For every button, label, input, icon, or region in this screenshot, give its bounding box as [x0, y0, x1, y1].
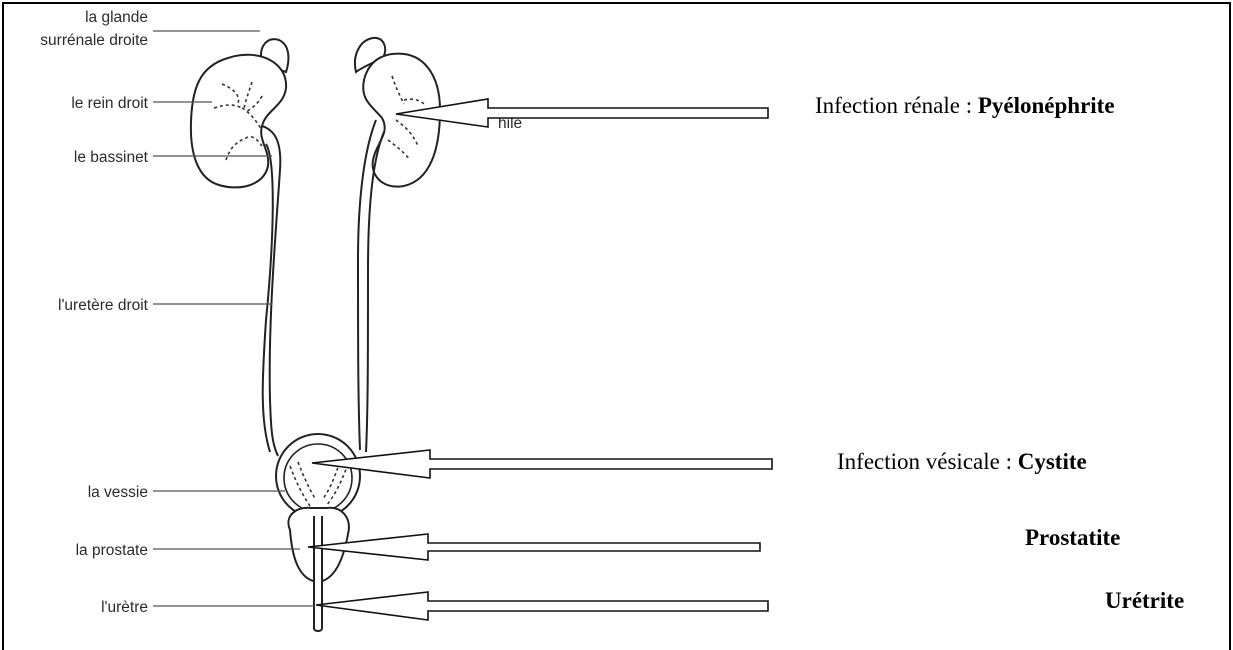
infection-renal-name: Pyélonéphrite [978, 93, 1115, 118]
infection-renal-label: Infection rénale : Pyélonéphrite [815, 93, 1115, 118]
infection-bladder-label: Infection vésicale : Cystite [837, 449, 1087, 474]
label-bladder: la vessie [88, 484, 148, 501]
label-urethra: l'urètre [101, 599, 148, 616]
infection-urethra-name: Urétrite [1105, 588, 1184, 613]
infection-prostate-name: Prostatite [1025, 525, 1120, 550]
arrow-bladder [312, 450, 772, 478]
infection-renal-prefix: Infection rénale : [815, 93, 978, 118]
label-adrenal-line1: la glande [85, 9, 148, 26]
arrow-kidney [396, 99, 768, 127]
label-pelvis: le bassinet [74, 149, 149, 166]
arrow-urethra [316, 592, 768, 620]
bladder [276, 434, 360, 518]
label-right-ureter: l'uretère droit [58, 297, 149, 314]
arrow-prostate [308, 534, 760, 560]
infection-labels: Infection rénale : Pyélonéphrite Infecti… [815, 93, 1184, 613]
urethra [314, 516, 322, 631]
label-right-kidney: le rein droit [71, 95, 148, 112]
label-prostate: la prostate [76, 542, 148, 559]
infection-bladder-prefix: Infection vésicale : [837, 449, 1018, 474]
infection-bladder-name: Cystite [1018, 449, 1087, 474]
label-adrenal-line2: surrénale droite [40, 32, 148, 49]
